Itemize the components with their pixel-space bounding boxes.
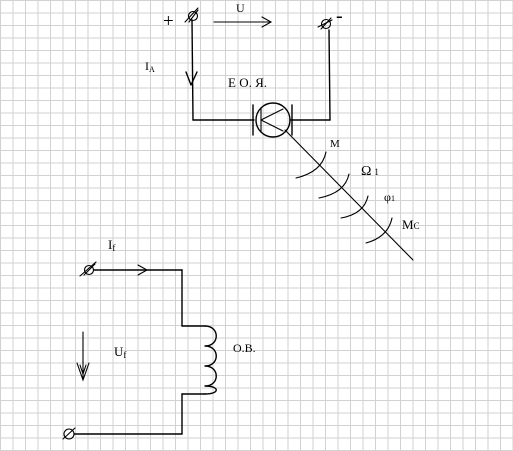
if-label: If xyxy=(108,237,115,253)
ia-arrow xyxy=(185,71,198,86)
u-arrow xyxy=(213,16,273,28)
motor-symbol xyxy=(252,102,293,138)
field-winding-coil xyxy=(204,325,217,395)
torque-arc-phi xyxy=(340,195,369,219)
u-label: U xyxy=(236,1,245,15)
terminal-left-top xyxy=(184,7,199,23)
terminal-field-top xyxy=(79,261,97,277)
phi-label: φ1 xyxy=(384,190,395,204)
minus-sign: - xyxy=(336,5,343,27)
field-circuit: If Uf О.В. xyxy=(62,237,256,440)
torque-arc-m xyxy=(295,151,327,179)
motor-shaft xyxy=(284,129,414,261)
uf-label: Uf xyxy=(114,344,126,360)
torque-arc-omega xyxy=(318,173,350,199)
terminal-right-top xyxy=(317,17,333,30)
armature-circuit: + - U IA xyxy=(145,1,343,121)
mc-label: MC xyxy=(402,217,420,232)
motor-label: Е О. Я. xyxy=(228,75,267,90)
ov-label: О.В. xyxy=(233,341,256,355)
if-arrow xyxy=(111,264,149,276)
left-wire xyxy=(191,19,194,121)
right-wire xyxy=(328,29,331,121)
uf-arrow xyxy=(76,331,90,382)
terminal-field-bottom xyxy=(62,427,76,440)
ia-label: IA xyxy=(145,59,155,74)
plus-sign: + xyxy=(163,11,174,32)
torque-arc-mc xyxy=(365,217,393,244)
m-label: M xyxy=(330,138,340,150)
